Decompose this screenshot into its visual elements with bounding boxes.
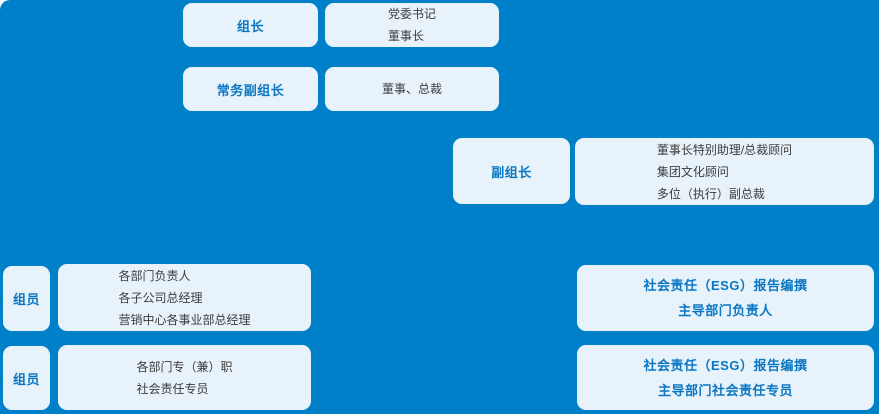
deputy-leader-role-box: 副组长 <box>453 138 570 204</box>
executive-deputy-leader-members-box: 董事、总裁 <box>325 67 499 111</box>
members-group1-members-text: 各部门负责人各子公司总经理营销中心各事业部总经理 <box>118 268 251 327</box>
members-group2-role-box: 组员 <box>3 346 50 410</box>
esg-report-lead1-box: 社会责任（ESG）报告编撰主导部门负责人 <box>577 265 874 331</box>
leader-members-box: 党委书记董事长 <box>325 3 499 47</box>
executive-deputy-leader-members-text: 董事、总裁 <box>381 82 442 96</box>
executive-deputy-leader-role-label: 常务副组长 <box>216 82 285 98</box>
leader-role-label: 组长 <box>236 18 264 34</box>
esg-report-lead2-text: 社会责任（ESG）报告编撰主导部门社会责任专员 <box>643 357 808 398</box>
members-group2-members-text: 各部门专（兼）职社会责任专员 <box>136 359 233 396</box>
executive-deputy-leader-role-box: 常务副组长 <box>183 67 318 111</box>
members-group2-members-box: 各部门专（兼）职社会责任专员 <box>58 345 311 410</box>
deputy-leader-members-text: 董事长特别助理/总裁顾问集团文化顾问多位（执行）副总裁 <box>656 142 793 201</box>
leader-role-box: 组长 <box>183 3 318 47</box>
esg-report-lead1-text: 社会责任（ESG）报告编撰主导部门负责人 <box>643 278 808 318</box>
deputy-leader-role-label: 副组长 <box>491 164 532 180</box>
deputy-leader-members-box: 董事长特别助理/总裁顾问集团文化顾问多位（执行）副总裁 <box>575 138 874 205</box>
members-group1-role-box: 组员 <box>3 266 50 331</box>
members-group2-role-label: 组员 <box>12 371 40 387</box>
leader-members-text: 党委书记董事长 <box>387 7 436 43</box>
members-group1-members-box: 各部门负责人各子公司总经理营销中心各事业部总经理 <box>58 264 311 331</box>
members-group1-role-label: 组员 <box>12 292 40 307</box>
esg-report-lead2-box: 社会责任（ESG）报告编撰主导部门社会责任专员 <box>577 345 874 410</box>
